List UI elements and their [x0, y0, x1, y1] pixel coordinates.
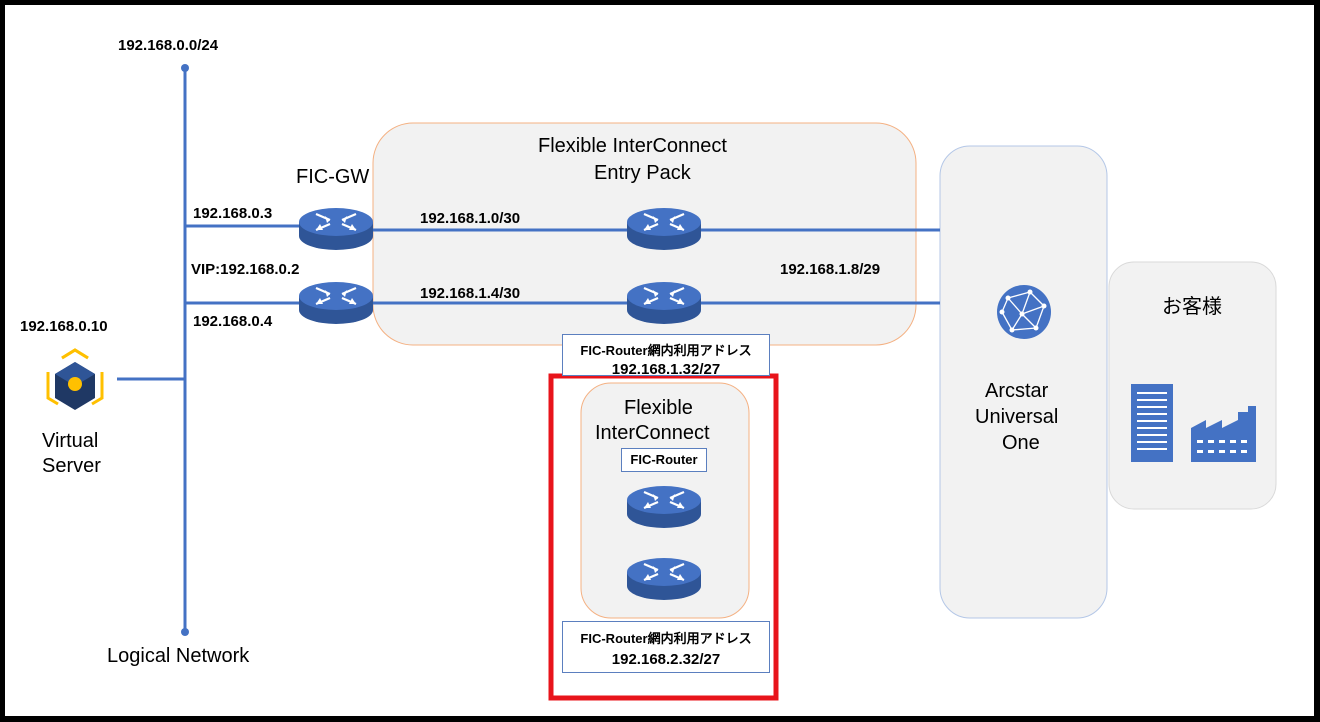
uplink-label: 192.168.1.8/29 — [780, 261, 881, 278]
logical-network-label: Logical Network — [107, 645, 250, 667]
virtual-server-ip: 192.168.0.10 — [20, 318, 108, 335]
entry-pack-title-2: Entry Pack — [594, 162, 691, 184]
link-top-label: 192.168.1.0/30 — [420, 210, 521, 227]
virtual-server-icon — [46, 348, 104, 410]
entry-pack-router-2 — [625, 280, 703, 326]
address-box-2: FIC-Router網内利用アドレス 192.168.2.32/27 — [562, 621, 770, 673]
customer-label: お客様 — [1162, 296, 1222, 318]
fic-gw-vip: VIP:192.168.0.2 — [191, 261, 300, 278]
fic-gw-ip-top: 192.168.0.3 — [193, 205, 273, 222]
address-box-1: FIC-Router網内利用アドレス 192.168.1.32/27 — [562, 334, 770, 376]
fic-gw-router-2 — [297, 280, 375, 326]
highlight-box — [548, 373, 779, 701]
fic-title-1: Flexible — [624, 397, 693, 419]
fic-gw-router-1 — [297, 206, 375, 252]
fic-router-2 — [625, 556, 703, 602]
fic-router-label: FIC-Router — [621, 448, 707, 472]
arcstar-label-2: Universal — [975, 406, 1059, 428]
virtual-server-label-2: Server — [42, 455, 101, 477]
address-box-2-line1: FIC-Router網内利用アドレス — [580, 631, 752, 646]
address-box-1-line1: FIC-Router網内利用アドレス — [580, 343, 752, 358]
arcstar-label-1: Arcstar — [985, 380, 1049, 402]
virtual-server-label-1: Virtual — [42, 430, 99, 452]
address-box-2-line2: 192.168.2.32/27 — [611, 651, 721, 668]
globe-icon — [997, 285, 1051, 339]
office-building-icon — [1131, 384, 1173, 462]
arcstar-panel — [939, 145, 1108, 619]
arcstar-label-3: One — [1002, 432, 1040, 454]
factory-icon — [1191, 406, 1256, 462]
fic-router-1 — [625, 484, 703, 530]
fic-title-2: InterConnect — [595, 422, 710, 444]
link-bottom-label: 192.168.1.4/30 — [420, 285, 521, 302]
fic-gw-label: FIC-GW — [296, 166, 370, 188]
address-box-1-line2: 192.168.1.32/27 — [611, 361, 721, 376]
subnet-label: 192.168.0.0/24 — [118, 37, 219, 54]
fic-gw-ip-bottom: 192.168.0.4 — [193, 313, 273, 330]
entry-pack-title-1: Flexible InterConnect — [538, 135, 727, 157]
entry-pack-router-1 — [625, 206, 703, 252]
